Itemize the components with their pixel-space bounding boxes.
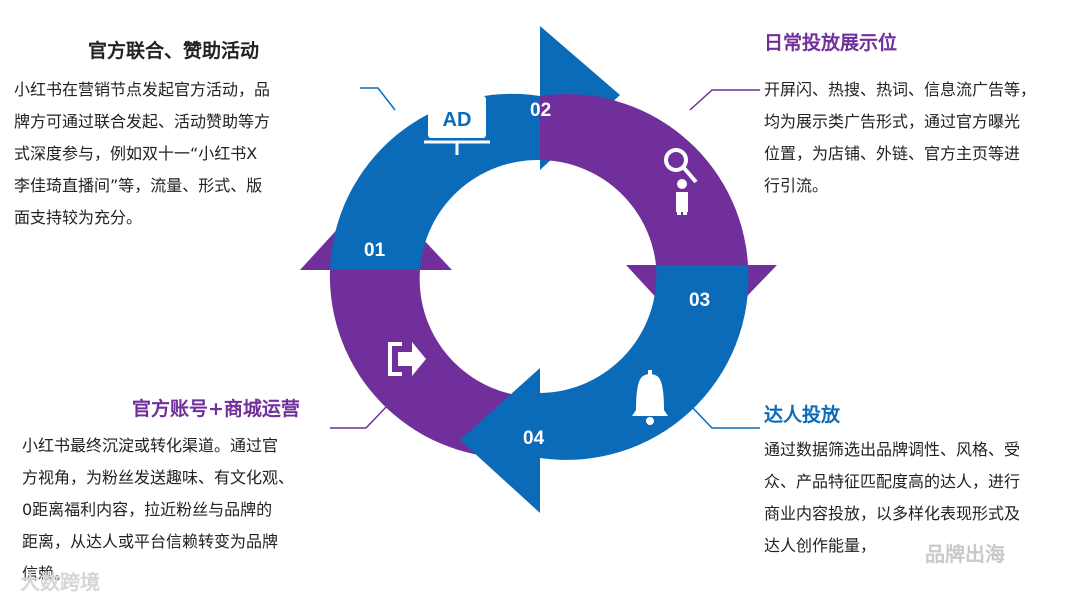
svg-text:AD: AD: [443, 109, 472, 131]
connector-bottom-right: [689, 404, 760, 429]
text-line: 方视角，为粉丝发送趣味、有文化观、: [22, 468, 295, 487]
section-daily-display-title: 日常投放展示位: [764, 32, 898, 54]
connector-top-left: [360, 87, 396, 111]
connector-bottom-left: [330, 404, 389, 429]
text-line: 行引流。: [764, 176, 829, 195]
text-line: 式深度参与，例如双十一“小红书X: [14, 144, 258, 163]
ad-board-icon: AD: [424, 96, 490, 155]
bell-icon: [632, 370, 668, 425]
text-line: 面支持较为充分。: [14, 208, 143, 227]
text-line: 牌方可通过联合发起、活动赞助等方: [14, 112, 271, 131]
text-line: 开屏闪、热搜、热词、信息流广告等，: [764, 80, 1037, 99]
text-line: 0距离福利内容，拉近粉丝与品牌的: [22, 500, 273, 519]
text-line: 信赖。: [22, 564, 71, 583]
exit-door-icon: [388, 342, 426, 376]
text-line: 位置，为店铺、外链、官方主页等进: [764, 144, 1021, 163]
text-line: 众、产品特征匹配度高的达人，进行: [764, 472, 1021, 491]
section-official-account-body: 小红书最终沉淀或转化渠道。通过官 方视角，为粉丝发送趣味、有文化观、 0距离福利…: [22, 430, 294, 590]
step-04-label: 04: [523, 428, 545, 449]
segment-02: [330, 26, 620, 270]
person-magnifier-icon: [664, 148, 698, 215]
text-line: 小红书最终沉淀或转化渠道。通过官: [22, 436, 279, 455]
text-line: 通过数据筛选出品牌调性、风格、受: [764, 440, 1021, 459]
watermark-right: 品牌出海: [925, 542, 1005, 566]
text-line: 距离，从达人或平台信赖转变为品牌: [22, 532, 279, 551]
text-line: 均为展示类广告形式，通过官方曝光: [764, 112, 1021, 131]
text-line: 达人创作能量，: [764, 536, 877, 555]
section-kol-body: 通过数据筛选出品牌调性、风格、受 众、产品特征匹配度高的达人，进行 商业内容投放…: [764, 434, 1020, 562]
section-kol-title: 达人投放: [764, 404, 841, 426]
section-official-joint-title: 官方联合、赞助活动: [88, 40, 260, 62]
text-line: 小红书在营销节点发起官方活动，品: [14, 80, 271, 99]
section-daily-display-body: 开屏闪、热搜、热词、信息流广告等， 均为展示类广告形式，通过官方曝光 位置，为店…: [764, 74, 1036, 202]
step-03-label: 03: [689, 290, 711, 311]
step-02-label: 02: [530, 100, 552, 121]
text-line: 李佳琦直播间”等，流量、形式、版: [14, 176, 263, 195]
step-01-label: 01: [364, 240, 386, 261]
text-line: 商业内容投放，以多样化表现形式及: [764, 504, 1021, 523]
watermark-left: 大数跨境: [20, 570, 100, 594]
segment-04: [460, 265, 749, 513]
section-official-account-title: 官方账号+商城运营: [132, 398, 300, 420]
connector-top-right: [689, 89, 760, 111]
section-official-joint-body: 小红书在营销节点发起官方活动，品 牌方可通过联合发起、活动赞助等方 式深度参与，…: [14, 74, 270, 234]
